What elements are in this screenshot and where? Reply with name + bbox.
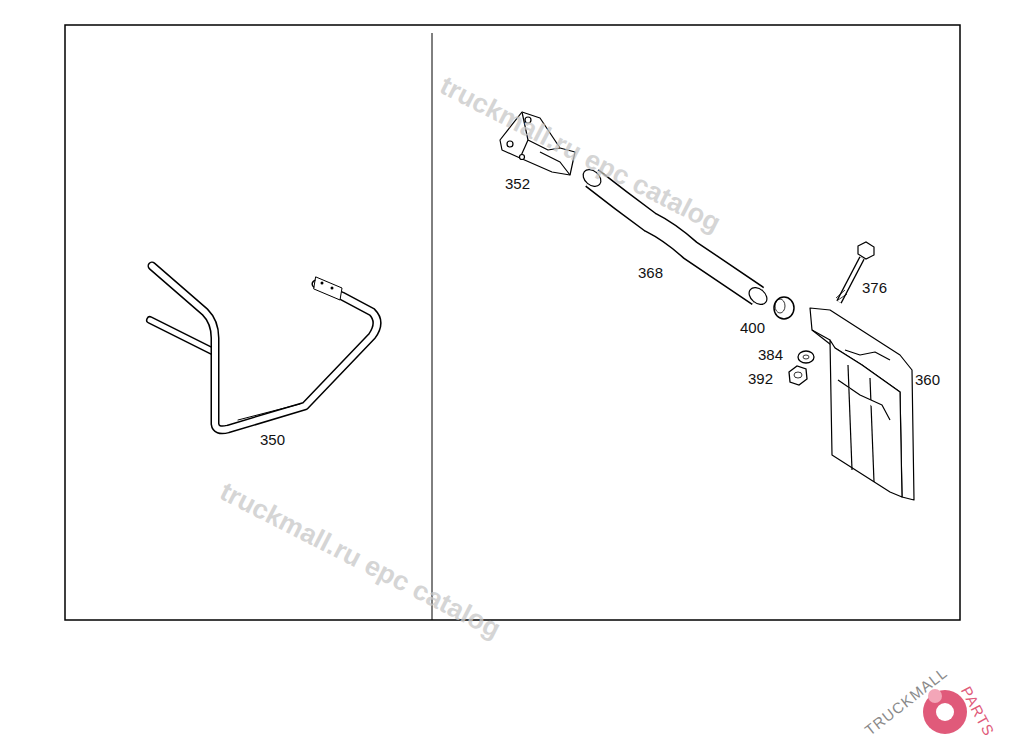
watermark: truckmall.ru epc catalog — [436, 72, 725, 237]
callout-number: 352 — [505, 176, 530, 191]
callout-number: 350 — [260, 432, 285, 447]
frame — [65, 25, 960, 620]
callout-number: 360 — [915, 372, 940, 387]
callout-number: 376 — [862, 280, 887, 295]
cap-400 — [774, 297, 794, 319]
tube-frame-350 — [150, 266, 377, 430]
callout-number: 368 — [638, 265, 663, 280]
divider — [432, 33, 433, 620]
callout-number: 392 — [748, 371, 773, 386]
callout-number: 384 — [758, 347, 783, 362]
watermark: truckmall.ru epc catalog — [216, 478, 505, 643]
washer-384 — [798, 351, 814, 363]
callout-number: 400 — [740, 320, 765, 335]
mudflap-bracket-360 — [810, 308, 914, 500]
nut-392 — [789, 366, 807, 385]
